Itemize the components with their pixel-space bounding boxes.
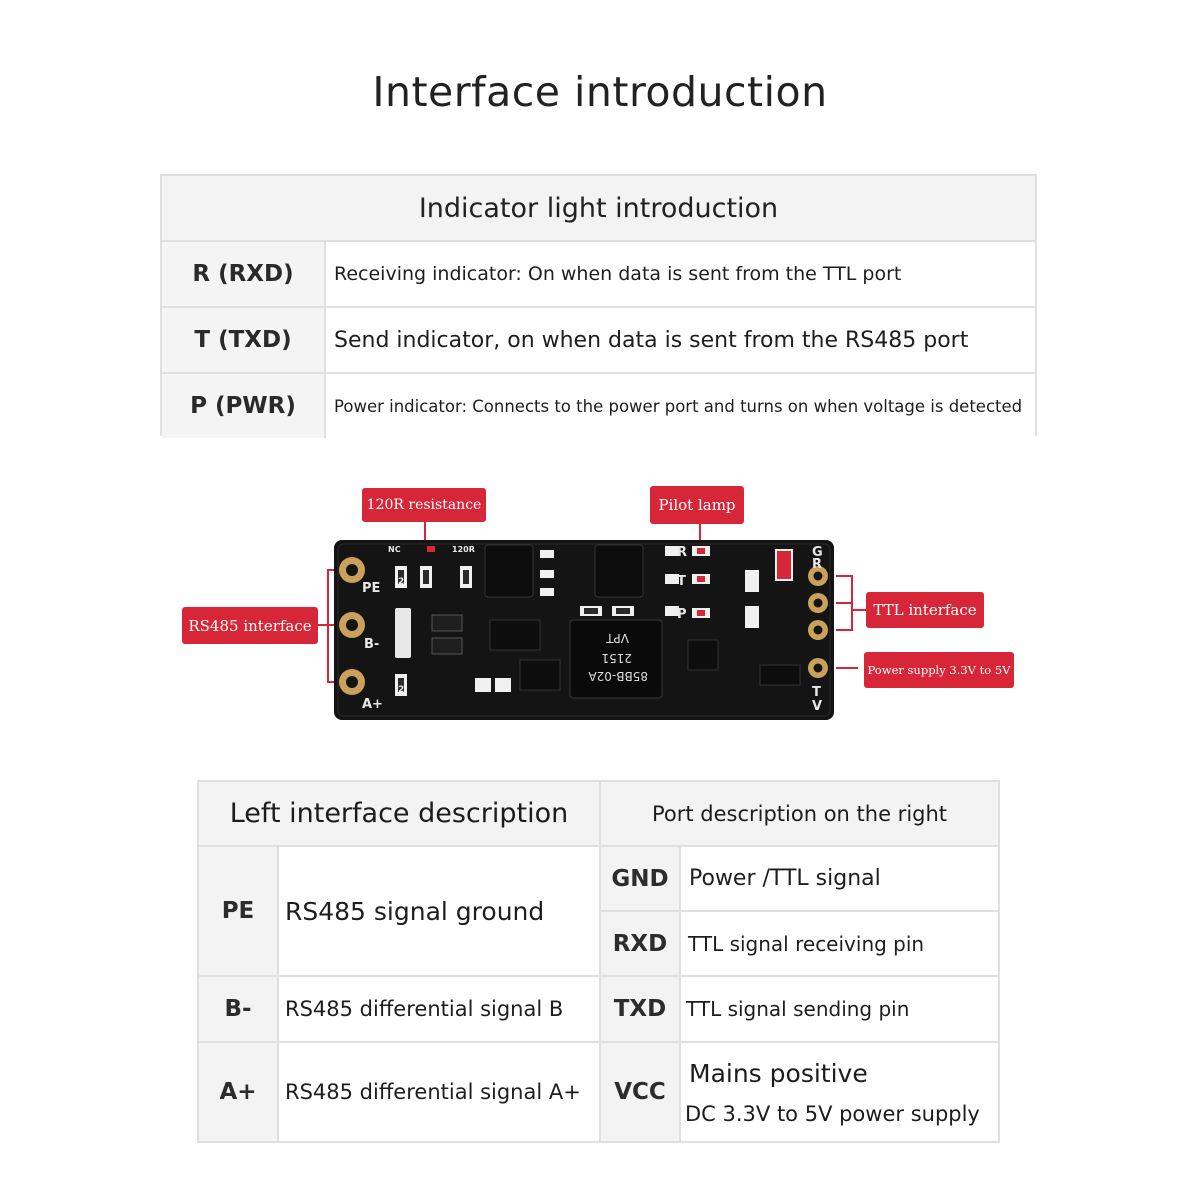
silk-label-b: B- [364, 637, 379, 652]
indicator-table: Indicator light introduction R (RXD) Rec… [160, 174, 1037, 438]
left-key-a: A+ [199, 1043, 279, 1141]
right-port-header: Port description on the right [599, 782, 998, 847]
right-value-rxd: TTL signal receiving pin [681, 912, 998, 977]
left-interface-header: Left interface description [199, 782, 599, 847]
callout-rs485: RS485 interface [182, 607, 318, 644]
left-value-b: RS485 differential signal B [279, 977, 599, 1043]
page-title: Interface introduction [372, 68, 828, 116]
right-key-gnd: GND [599, 847, 681, 912]
table-row: T (TXD) Send indicator, on when data is … [162, 308, 1035, 374]
silk-label-2b: 2 [398, 685, 404, 695]
silk-label-pe: PE [362, 581, 380, 596]
board-diagram: PE B- A+ G R T V R T P NC 120R 2 2 85BB-… [0, 470, 1200, 730]
row-key: R (RXD) [162, 242, 326, 306]
silk-label-v: V [812, 699, 822, 714]
components [395, 544, 801, 699]
chip-text-date: 2151 [601, 651, 632, 665]
right-value-gnd: Power /TTL signal [681, 847, 998, 912]
chip-text-part: 85BB-02A [588, 669, 648, 683]
callout-power: Power supply 3.3V to 5V [864, 652, 1014, 688]
led-label-t: T [677, 574, 686, 589]
right-pads [808, 566, 828, 678]
vcc-line-1: Mains positive [689, 1058, 868, 1088]
callout-ttl: TTL interface [866, 592, 984, 628]
silk-label-nc: NC [388, 545, 401, 554]
right-value-txd: TTL signal sending pin [681, 977, 998, 1043]
right-key-rxd: RXD [599, 912, 681, 977]
silk-label-120r: 120R [452, 545, 475, 554]
silk-label-2a: 2 [398, 577, 404, 587]
left-key-b: B- [199, 977, 279, 1043]
row-value: Power indicator: Connects to the power p… [326, 374, 1035, 438]
row-key: P (PWR) [162, 374, 326, 438]
callout-lines [318, 522, 870, 683]
right-key-txd: TXD [599, 977, 681, 1043]
indicator-table-header: Indicator light introduction [162, 176, 1035, 242]
right-value-vcc: Mains positive DC 3.3V to 5V power suppl… [681, 1043, 998, 1141]
row-key: T (TXD) [162, 308, 326, 372]
chip-text-brand: VPT [606, 631, 629, 645]
vcc-line-2: DC 3.3V to 5V power supply [685, 1101, 980, 1126]
table-row: P (PWR) Power indicator: Connects to the… [162, 374, 1035, 438]
callout-pilot-lamp: Pilot lamp [650, 486, 744, 524]
left-key-pe: PE [199, 847, 279, 977]
right-key-vcc: VCC [599, 1043, 681, 1141]
callout-resistance: 120R resistance [362, 488, 486, 522]
table-row: R (RXD) Receiving indicator: On when dat… [162, 242, 1035, 308]
left-pads [339, 557, 365, 695]
led-label-p: P [677, 607, 687, 622]
board-illustration: PE B- A+ G R T V R T P NC 120R 2 2 85BB-… [318, 522, 870, 720]
silk-label-a: A+ [362, 697, 383, 712]
row-value: Send indicator, on when data is sent fro… [326, 308, 1035, 372]
left-value-pe: RS485 signal ground [279, 847, 599, 977]
led-label-r: R [677, 545, 687, 560]
silk-label-g: G [812, 545, 823, 560]
row-value: Receiving indicator: On when data is sen… [326, 242, 1035, 306]
port-table: Left interface description Port descript… [197, 780, 1000, 1143]
silk-label-t: T [812, 685, 821, 700]
left-value-a: RS485 differential signal A+ [285, 1080, 581, 1104]
silk-label-r: R [812, 557, 822, 572]
